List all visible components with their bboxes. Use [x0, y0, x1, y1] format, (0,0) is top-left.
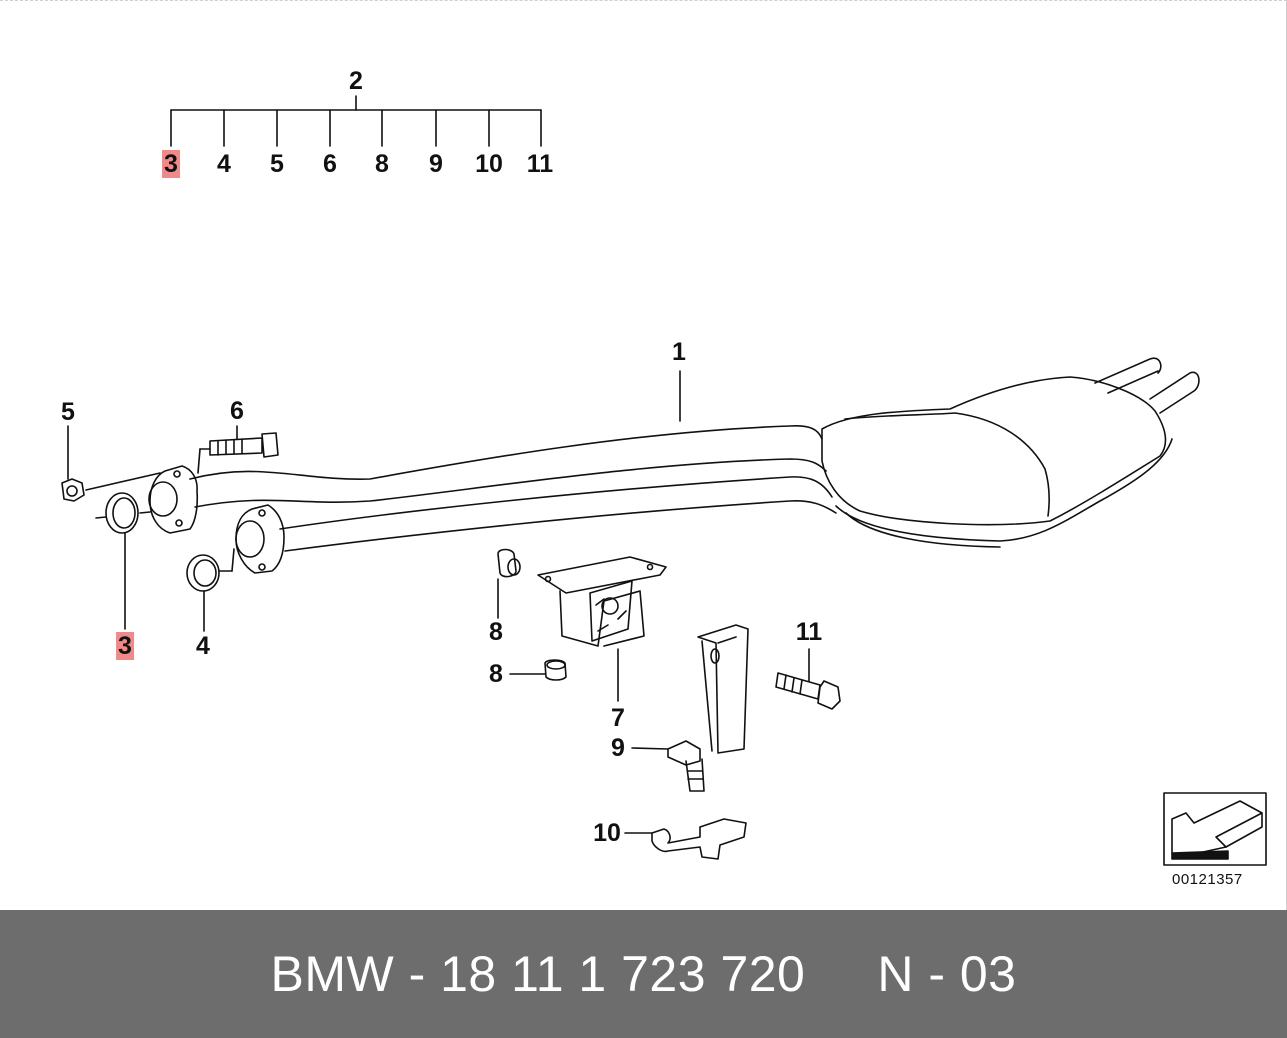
kit-item-6: 6: [323, 150, 337, 178]
bushing-part-8: [497, 548, 567, 681]
kit-bracket: [170, 95, 542, 147]
hanger-part-7: [537, 556, 667, 702]
footer-bar: BMW - 18 11 1 723 720 N - 03: [0, 910, 1287, 1038]
callout-part-10: 10: [593, 819, 621, 847]
exhaust-illustration: [61, 95, 1267, 866]
callout-part-4: 4: [196, 632, 210, 660]
callout-part-3-highlighted: 3: [116, 632, 134, 660]
bolt-part-11: [775, 648, 841, 710]
image-code: 00121357: [1172, 871, 1243, 888]
callout-part-8-lower: 8: [489, 660, 503, 688]
kit-item-9: 9: [429, 150, 443, 178]
kit-item-10: 10: [475, 150, 503, 178]
callout-part-8-upper: 8: [489, 618, 503, 646]
gasket-part-3: [95, 492, 151, 630]
nut-part-5: [61, 425, 161, 502]
callout-part-7: 7: [611, 704, 625, 732]
callout-kit-2: 2: [349, 67, 363, 95]
gasket-part-4: [186, 548, 235, 632]
callout-part-5: 5: [61, 398, 75, 426]
callout-part-6: 6: [230, 397, 244, 425]
bracket-part-9: [631, 624, 749, 792]
callout-part-1: 1: [672, 338, 686, 366]
kit-item-4: 4: [217, 150, 231, 178]
exhaust-pipe-assembly: [148, 357, 1200, 574]
callout-part-11: 11: [795, 618, 823, 646]
callout-part-9: 9: [611, 734, 625, 762]
parts-diagram: 2 3 4 5 6 8 9 10 11 1 5 6 3 4 8 8 7 9 10…: [0, 0, 1287, 910]
bolt-part-6: [197, 425, 279, 474]
part-number-caption: BMW - 18 11 1 723 720 N - 03: [270, 946, 1017, 1002]
kit-item-11: 11: [526, 150, 554, 178]
kit-item-3-highlighted: 3: [162, 150, 180, 178]
kit-item-8: 8: [375, 150, 389, 178]
direction-arrow-icon: [1163, 792, 1267, 866]
kit-item-5: 5: [270, 150, 284, 178]
clip-part-10: [624, 818, 747, 860]
